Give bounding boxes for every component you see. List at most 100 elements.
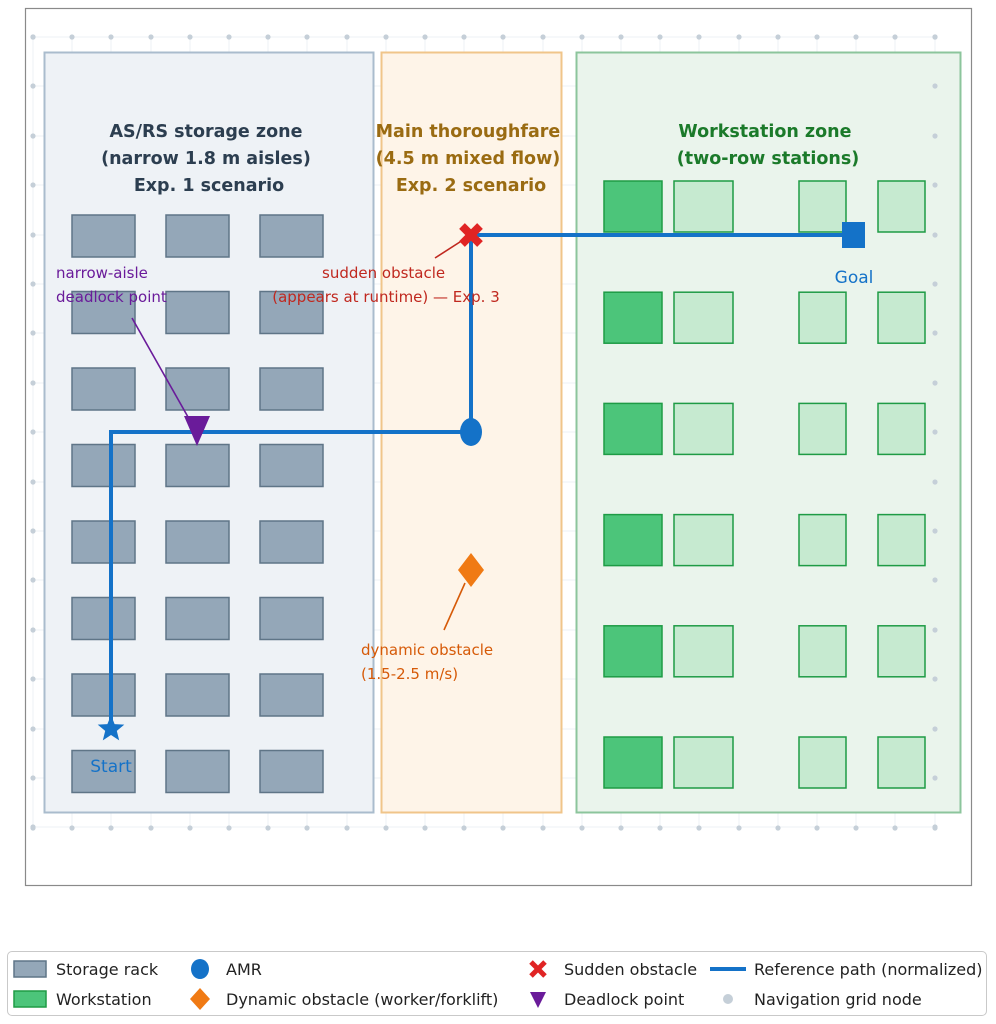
storage-rack	[259, 290, 324, 335]
grid-node	[932, 429, 938, 435]
grid-node	[461, 825, 467, 831]
grid-node	[30, 182, 36, 188]
legend-item-grid: Navigation grid node	[710, 988, 922, 1010]
grid-node	[618, 34, 624, 40]
grid-node	[932, 133, 938, 139]
grid-node	[108, 34, 114, 40]
workstation	[798, 291, 847, 344]
grid-node	[30, 429, 36, 435]
zone-title-asrs: AS/RS storage zone (narrow 1.8 m aisles)…	[101, 122, 317, 196]
storage-rack	[71, 520, 136, 564]
grid-node	[657, 825, 663, 831]
grid-node	[696, 34, 702, 40]
grid-node	[461, 34, 467, 40]
grid-node	[579, 34, 585, 40]
grid-node	[30, 133, 36, 139]
legend-item-path: Reference path (normalized)	[710, 958, 983, 980]
grid-node	[932, 83, 938, 89]
grid-node	[932, 577, 938, 583]
workstation	[673, 402, 734, 456]
storage-rack	[259, 214, 324, 258]
workstations	[603, 180, 926, 789]
storage-rack	[71, 596, 136, 641]
grid-node	[187, 34, 193, 40]
grid-node	[932, 232, 938, 238]
storage-rack	[71, 749, 136, 794]
grid-node	[853, 34, 859, 40]
workstation	[603, 180, 663, 233]
grid-node	[500, 825, 506, 831]
dynamic-obstacle-annotation: dynamic obstacle (1.5-2.5 m/s)	[361, 641, 498, 683]
workstation	[673, 736, 734, 789]
storage-rack	[165, 520, 230, 564]
grid-node	[932, 182, 938, 188]
workstation	[603, 402, 663, 456]
legend-label: Workstation	[56, 989, 152, 1009]
grid-node	[30, 34, 36, 40]
workstation	[603, 513, 663, 567]
sudden-obstacle-annotation: sudden obstacle (appears at runtime) — E…	[272, 264, 500, 306]
start-star-icon	[97, 715, 125, 741]
storage-rack	[71, 290, 136, 335]
legend-label: Sudden obstacle	[564, 959, 698, 979]
dynamic-annotation-arrow	[443, 582, 466, 631]
grid-node	[814, 34, 820, 40]
grid-node	[30, 824, 36, 830]
legend-item-dynamic: Dynamic obstacle (worker/forklift)	[182, 988, 498, 1010]
zone-title-thoroughfare: Main thoroughfare (4.5 m mixed flow) Exp…	[376, 122, 567, 196]
grid-node	[383, 34, 389, 40]
grid-node	[932, 676, 938, 682]
legend-label: Navigation grid node	[754, 989, 922, 1009]
goal-label: Goal	[835, 268, 874, 288]
legend-item-rack: Storage rack	[12, 958, 158, 980]
storage-rack	[165, 214, 230, 258]
workstation	[673, 291, 734, 344]
grid-node	[30, 775, 36, 781]
storage-rack	[165, 749, 230, 794]
grid-node	[932, 281, 938, 287]
workstation	[798, 513, 847, 567]
grid-node	[814, 825, 820, 831]
grid-node	[932, 528, 938, 534]
deadlock-annotation: narrow-aisle deadlock point	[56, 264, 167, 306]
grid-node	[775, 34, 781, 40]
grid-node	[304, 34, 310, 40]
storage-rack	[71, 673, 136, 717]
grid-node	[344, 34, 350, 40]
start-label: Start	[90, 757, 132, 777]
deadlock-point-icon	[184, 416, 210, 446]
storage-rack	[71, 214, 136, 258]
workstation	[877, 736, 926, 789]
storage-rack	[259, 520, 324, 564]
grid-node	[187, 825, 193, 831]
grid-node	[618, 825, 624, 831]
grid-node	[932, 627, 938, 633]
grid-node	[932, 479, 938, 485]
legend-label: Reference path (normalized)	[754, 959, 983, 979]
grid-node	[69, 34, 75, 40]
workstation	[603, 625, 663, 678]
grid-node	[30, 83, 36, 89]
grid-node	[265, 34, 271, 40]
grid-node	[892, 825, 898, 831]
grid-node	[30, 232, 36, 238]
storage-rack	[259, 367, 324, 411]
grid-node	[30, 330, 36, 336]
grid-node	[775, 825, 781, 831]
workstation	[603, 736, 663, 789]
grid-node	[30, 726, 36, 732]
grid-node	[344, 825, 350, 831]
workstation	[877, 180, 926, 233]
legend-workstation-swatch-icon	[12, 988, 48, 1010]
workstation	[877, 402, 926, 456]
dynamic-obstacle-icon	[458, 553, 484, 587]
workstation	[798, 402, 847, 456]
legend-triangle-down-icon	[520, 988, 556, 1010]
sudden-obstacle-icon	[459, 223, 483, 247]
grid-node	[422, 34, 428, 40]
legend-line-icon	[710, 958, 746, 980]
grid-node	[932, 34, 938, 40]
navigation-grid-nodes	[30, 34, 938, 831]
workstation	[673, 513, 734, 567]
